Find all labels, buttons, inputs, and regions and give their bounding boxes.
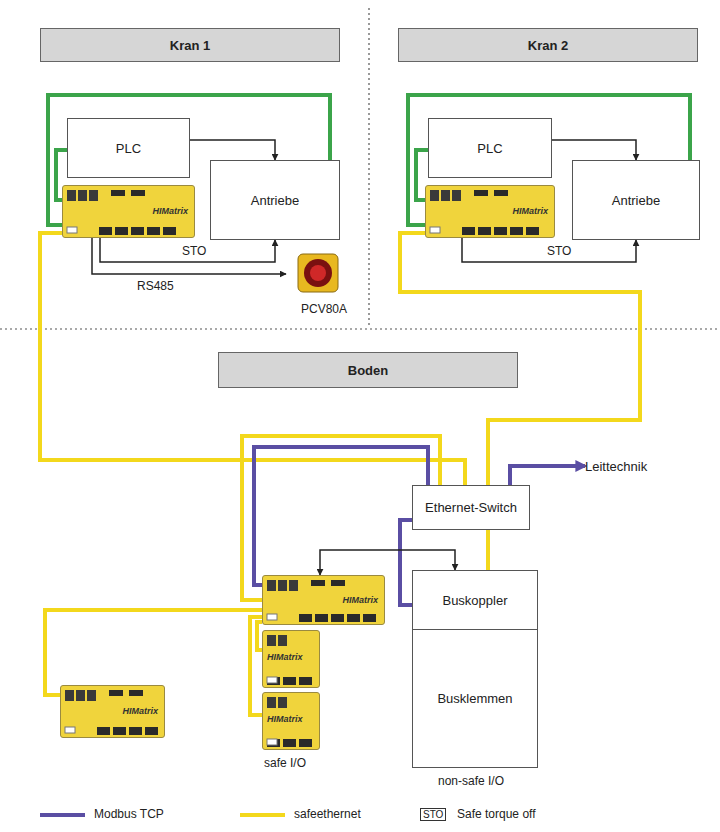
- node-text: PLC: [477, 141, 502, 156]
- connector: [100, 238, 275, 262]
- target-label: Leittechnik: [585, 455, 685, 477]
- process-box: Busklemmen: [412, 629, 538, 768]
- legend-line: [240, 813, 285, 817]
- legend-text: safeethernet: [292, 807, 363, 821]
- process-box: PLC: [428, 118, 552, 178]
- legend-text: Modbus TCP: [92, 807, 166, 821]
- node-text: HIMatrix: [152, 206, 188, 216]
- himatrix-device: HIMatrix: [62, 185, 195, 238]
- process-box: Ethernet-Switch: [412, 485, 530, 530]
- node-text: Kran 2: [528, 38, 568, 53]
- node-text: HIMatrix: [267, 652, 303, 662]
- process-box: Antriebe: [210, 160, 340, 240]
- connector: [190, 140, 275, 160]
- node-text: HIMatrix: [512, 206, 548, 216]
- node-text: Buskoppler: [442, 593, 507, 608]
- himatrix-device: HIMatrix: [60, 685, 165, 738]
- note-label: non-safe I/O: [436, 774, 506, 788]
- node-text: PLC: [116, 141, 141, 156]
- sensor-device: PCV80A: [286, 250, 362, 318]
- node-text: PCV80A: [286, 302, 362, 316]
- node-text: Antriebe: [251, 193, 299, 208]
- signal-label: STO: [180, 244, 208, 258]
- process-box: Antriebe: [572, 160, 700, 240]
- legend-line: [40, 813, 85, 817]
- node-text: HIMatrix: [122, 706, 158, 716]
- node-text: HIMatrix: [267, 714, 303, 724]
- connector: [250, 617, 262, 715]
- connector: [486, 530, 490, 570]
- region-header: Kran 2: [398, 28, 698, 62]
- himatrix-device: HIMatrix: [262, 575, 385, 625]
- connector: [92, 238, 286, 274]
- legend-text: Safe torque off: [455, 807, 538, 821]
- node-text: Ethernet-Switch: [425, 500, 517, 515]
- node-text: Boden: [348, 363, 388, 378]
- process-box: Buskoppler: [412, 570, 538, 630]
- note-label: safe I/O: [262, 756, 308, 770]
- connector: [400, 520, 412, 605]
- note-label: STO: [420, 808, 446, 821]
- node-text: Antriebe: [612, 193, 660, 208]
- signal-label: STO: [545, 244, 573, 258]
- region-divider: [0, 328, 720, 329]
- region-header: Boden: [218, 352, 518, 388]
- connector: [45, 610, 262, 695]
- node-text: HIMatrix: [342, 595, 378, 605]
- connector: [552, 140, 636, 160]
- connector: [510, 466, 585, 485]
- signal-label: RS485: [135, 279, 176, 293]
- node-text: Kran 1: [170, 38, 210, 53]
- himatrix-device: HIMatrix: [262, 692, 320, 750]
- pcv80a-sensor: [296, 252, 342, 294]
- region-divider: [368, 8, 369, 326]
- process-box: PLC: [67, 118, 190, 178]
- connector: [462, 238, 636, 262]
- himatrix-device: HIMatrix: [425, 185, 555, 238]
- himatrix-device: HIMatrix: [262, 630, 320, 688]
- node-text: Busklemmen: [437, 691, 512, 706]
- node-text: Leittechnik: [585, 459, 647, 474]
- region-header: Kran 1: [40, 28, 340, 62]
